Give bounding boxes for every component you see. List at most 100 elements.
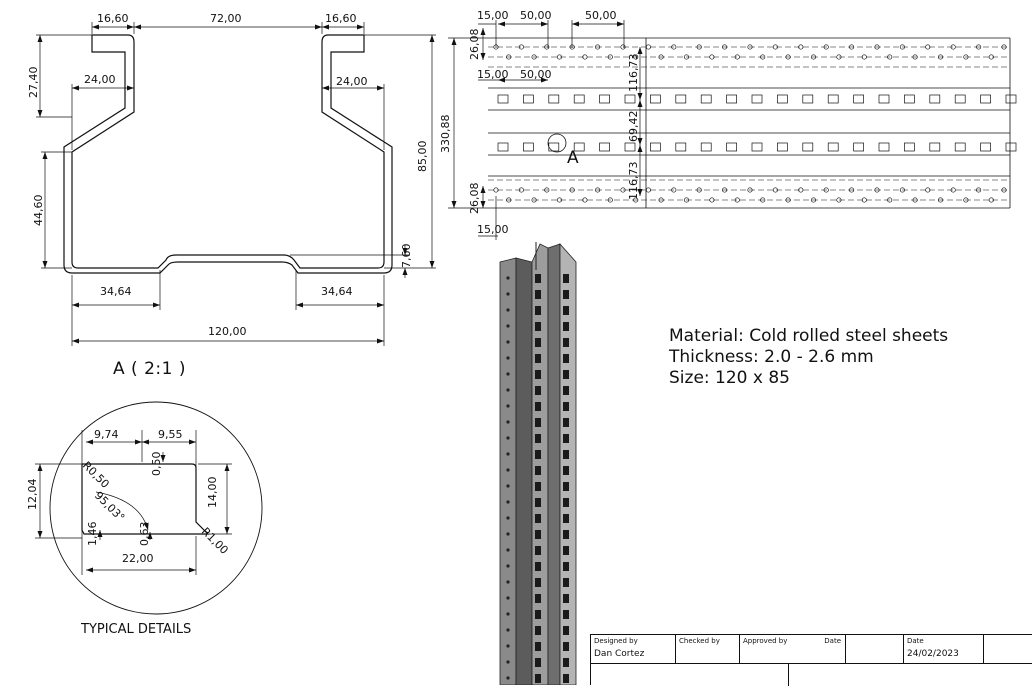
tb-end [984,635,1032,664]
upright-slot-hole [535,578,541,587]
upright-slot-hole [535,594,541,603]
slot-hole [675,94,687,104]
upright-slot-hole [535,514,541,523]
upright-slot-hole [535,498,541,507]
upright-slot-hole [563,642,569,651]
round-hole [658,197,664,203]
upright-slot-hole [563,658,569,667]
round-hole [518,44,524,50]
slot-hole [929,94,941,104]
upright-slot-hole [563,578,569,587]
round-hole [810,54,817,60]
upright-slot-hole [563,290,569,299]
round-hole [645,44,651,50]
round-hole [620,187,626,193]
round-hole [493,187,499,193]
round-hole [772,44,778,50]
dim-bottom-left: 34,64 [100,285,132,298]
round-hole [874,187,880,193]
round-hole [912,54,918,60]
round-hole [937,197,944,203]
round-hole [607,197,613,203]
upright-slot-hole [563,322,569,331]
slot-hole [904,142,915,152]
upright-slot-hole [535,546,541,555]
dim-pitch-2: 50,00 [585,9,617,22]
round-hole [950,187,956,193]
round-hole [798,187,804,193]
round-hole [976,187,982,193]
round-hole [531,197,537,203]
upright-holes [506,274,569,683]
slot-hole [624,142,636,152]
upright-round-hole [506,292,510,296]
upright-round-hole [506,276,510,280]
slot-hole [523,142,534,152]
round-hole [620,44,626,50]
round-hole [696,44,702,50]
round-hole [950,44,956,50]
slot-hole [700,142,712,152]
upright-slot-hole [563,594,569,603]
dim-small-2: 0,63 [138,522,151,547]
upright-slot-hole [563,386,569,395]
upright-slot-hole [535,466,541,475]
upright-slot-hole [563,450,569,459]
round-hole [506,54,512,60]
tb-divider [788,664,789,686]
slot-hole [548,142,560,152]
tb-approved-by: Approved by Date [740,635,846,664]
slot-hole [624,94,636,104]
slot-hole [777,94,788,104]
round-hole [556,197,563,203]
dim-small-1: 1,46 [86,522,99,547]
slot-hole [904,94,915,104]
dim-left-w: 9,74 [94,428,119,441]
dim-gap-1: 0,50 [150,452,163,477]
upright-slot-hole [535,386,541,395]
slot-hole [1005,94,1017,104]
upright-slot-hole [563,338,569,347]
slot-hole [853,94,864,104]
profile-section [63,34,393,274]
upright-round-hole [506,676,510,680]
upright-round-hole [506,532,510,536]
detail-circle [49,401,263,615]
dim-row-edge-top: 26,08 [468,29,481,61]
upright-round-hole [506,644,510,648]
dim-pitch-1: 50,00 [520,9,552,22]
upright-slot-hole [535,658,541,667]
round-hole [976,44,982,50]
upright-round-hole [506,548,510,552]
slot-hole [497,142,509,152]
upright-round-hole [506,436,510,440]
round-hole [518,187,524,193]
upright-round-hole [506,596,510,600]
slot-hole [980,94,991,104]
upright-slot-hole [535,322,541,331]
upright-slot-hole [535,450,541,459]
round-hole [849,187,855,193]
dim-lip-left: 24,00 [84,73,116,86]
upright-slot-hole [535,626,541,635]
dim-total-width: 120,00 [208,325,247,338]
round-hole [709,197,715,203]
upright-round-hole [506,612,510,616]
detail-marker-circle [547,133,567,153]
upright-round-hole [506,452,510,456]
round-hole [785,197,791,203]
dim-angle: 95,03° [92,489,127,524]
slot-hole [523,94,534,104]
upright-slot-hole [535,418,541,427]
upright-round-hole [506,308,510,312]
slot-hole [726,94,737,104]
round-hole [887,197,893,203]
tb-designed-by: Designed by Dan Cortez [591,635,676,664]
round-hole [988,197,994,203]
round-hole [925,44,931,50]
round-hole [899,187,905,193]
round-hole [925,187,931,193]
upright-slot-hole [563,562,569,571]
tb-designed-by-value: Dan Cortez [594,649,645,659]
